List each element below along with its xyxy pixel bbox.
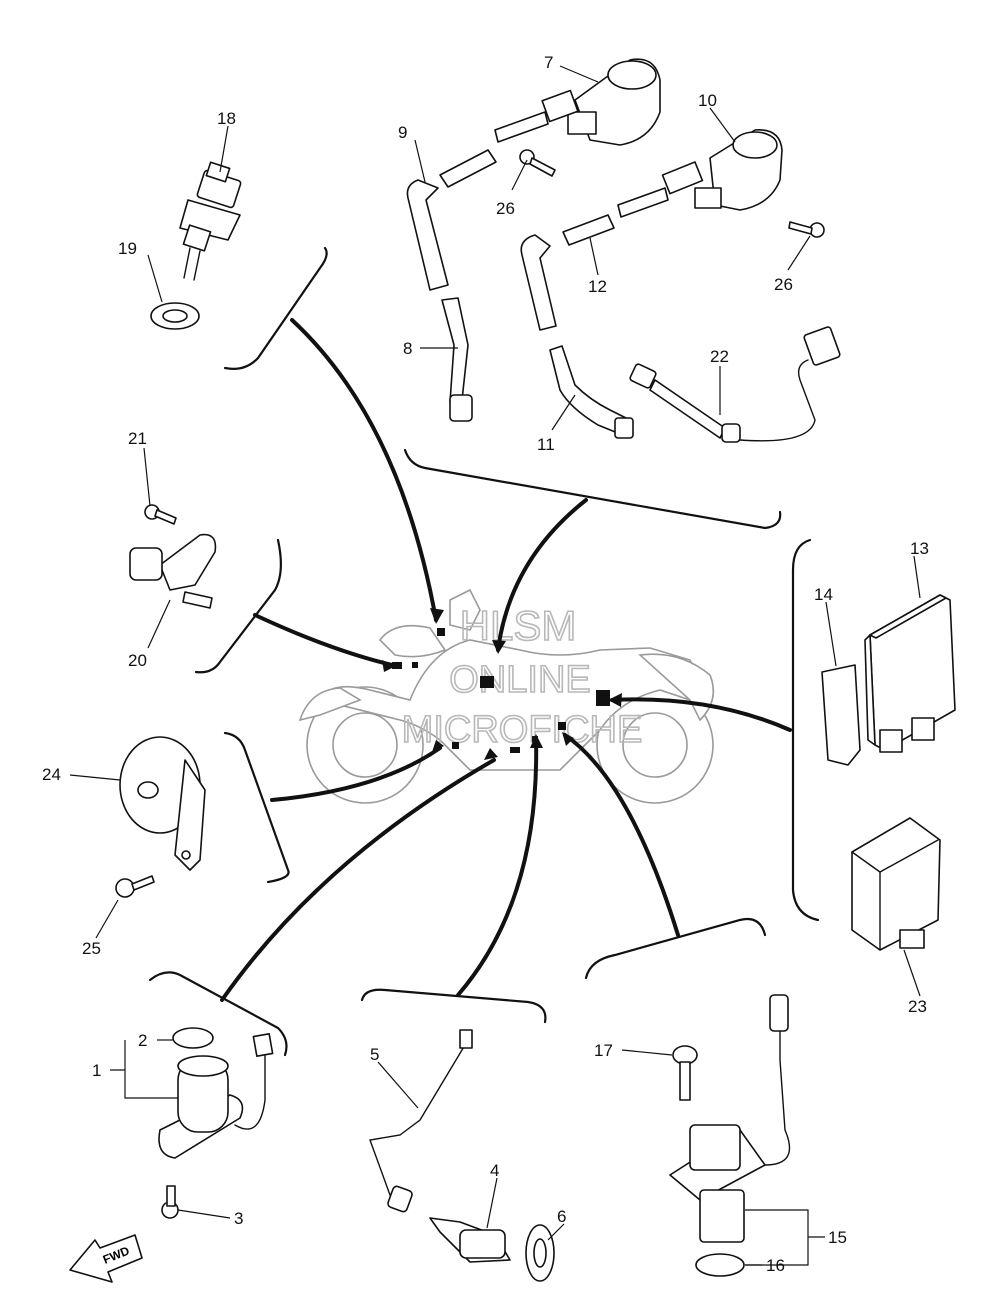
callout-14: 14 xyxy=(814,585,833,604)
part-lead-5 xyxy=(369,1029,473,1213)
callout-19: 19 xyxy=(118,239,137,258)
callout-11: 11 xyxy=(537,435,555,454)
callout-9: 9 xyxy=(398,123,407,142)
fwd-arrow: FWD xyxy=(69,1234,143,1283)
callout-10: 10 xyxy=(698,91,717,110)
callout-26-upper: 26 xyxy=(496,199,515,218)
callout-24: 24 xyxy=(42,765,61,784)
part-ecu-13 xyxy=(864,594,956,753)
part-screw-21 xyxy=(144,504,177,525)
callout-7: 7 xyxy=(544,53,553,72)
part-bolt-25 xyxy=(115,875,155,898)
callout-1: 1 xyxy=(92,1061,101,1080)
callout-20: 20 xyxy=(128,651,147,670)
part-ignition-coil-10 xyxy=(617,129,783,218)
group-leaders xyxy=(220,318,792,1002)
part-horn-24 xyxy=(119,736,206,871)
callout-5: 5 xyxy=(370,1045,379,1064)
callout-15: 15 xyxy=(828,1228,847,1247)
part-throttle-sensor-20 xyxy=(129,533,217,609)
callout-17: 17 xyxy=(594,1041,613,1060)
callout-16: 16 xyxy=(766,1256,785,1275)
watermark-line1: HLSM xyxy=(460,602,577,649)
part-sensor-1 xyxy=(158,1032,274,1159)
callout-8: 8 xyxy=(403,339,412,358)
part-bolt-26-lower xyxy=(788,221,825,238)
leader-arrows xyxy=(382,608,622,760)
watermark-line2: ONLINE xyxy=(449,659,590,701)
callout-25: 25 xyxy=(82,939,101,958)
part-bolt-26-upper xyxy=(519,149,556,177)
callout-2: 2 xyxy=(138,1031,147,1050)
part-gasket-19 xyxy=(150,302,200,330)
callout-18: 18 xyxy=(217,109,236,128)
part-o-ring-2 xyxy=(172,1027,214,1049)
part-temperature-sensor xyxy=(179,161,242,281)
callout-26-lower: 26 xyxy=(774,275,793,294)
part-ignition-coil-7 xyxy=(494,58,661,146)
part-bolt-17 xyxy=(672,1045,698,1101)
motorcycle-outline xyxy=(298,588,715,804)
part-relay-23 xyxy=(851,817,941,951)
part-lead-11 xyxy=(549,345,634,439)
callout-labels: 7 9 10 26 26 12 8 22 11 18 19 21 20 13 1… xyxy=(42,53,929,1275)
part-washer-6 xyxy=(525,1224,555,1282)
callout-22: 22 xyxy=(710,347,729,366)
part-o-ring-16 xyxy=(695,1253,745,1277)
callout-3: 3 xyxy=(234,1209,243,1228)
part-bracket-14 xyxy=(821,664,861,766)
callout-6: 6 xyxy=(557,1207,566,1226)
part-plug-cap-9 xyxy=(406,149,497,291)
callout-13: 13 xyxy=(910,539,929,558)
part-sensor-15 xyxy=(669,994,791,1243)
part-sensor-4 xyxy=(429,1217,511,1263)
callout-4: 4 xyxy=(490,1161,499,1180)
group-brackets xyxy=(148,246,820,1057)
part-sensor-lead-22 xyxy=(629,326,841,443)
callout-21: 21 xyxy=(128,429,147,448)
callout-23: 23 xyxy=(908,997,927,1016)
part-lead-8 xyxy=(441,297,473,422)
callout-12: 12 xyxy=(588,277,607,296)
callout-leaders xyxy=(69,65,921,1266)
part-bolt-3 xyxy=(161,1185,179,1219)
part-plug-cap-12 xyxy=(520,214,615,331)
